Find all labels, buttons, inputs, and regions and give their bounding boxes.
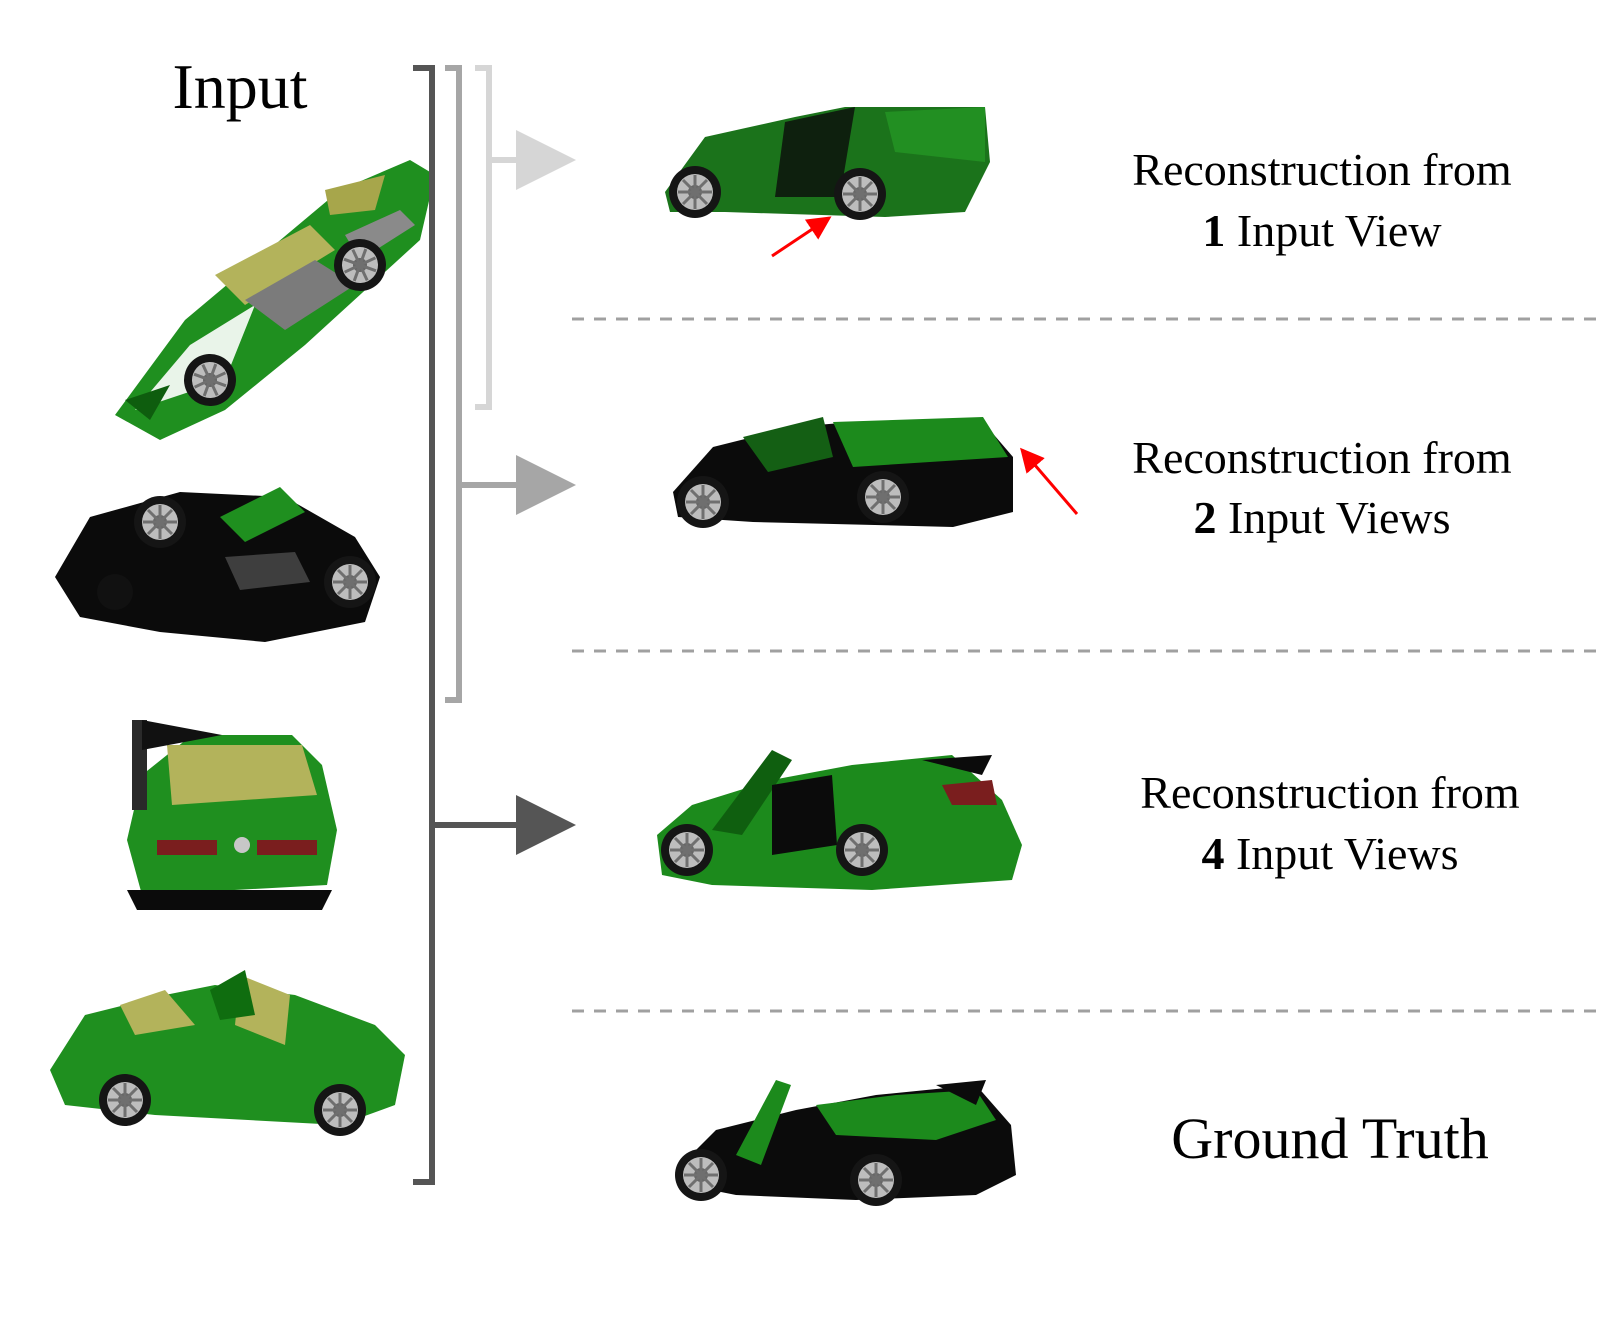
input-view-3 bbox=[127, 720, 337, 910]
reconstruction-2-views bbox=[673, 417, 1013, 530]
ground-truth-image bbox=[673, 1080, 1016, 1208]
input-view-2 bbox=[55, 487, 380, 642]
recon-subtitle-1: 1 Input View bbox=[1202, 205, 1442, 256]
view-count-3: 4 bbox=[1201, 828, 1224, 879]
view-count-2: 2 bbox=[1193, 492, 1216, 543]
view-label-3: Input Views bbox=[1224, 828, 1458, 879]
view-label-2: Input Views bbox=[1216, 492, 1450, 543]
label-row-3: Reconstruction from 4 Input Views bbox=[1140, 767, 1520, 879]
input-title: Input bbox=[172, 51, 307, 122]
recon-title-1: Reconstruction from bbox=[1132, 144, 1512, 195]
view-count-1: 1 bbox=[1202, 205, 1225, 256]
reconstruction-4-views bbox=[657, 750, 1022, 890]
view-label-1: Input View bbox=[1225, 205, 1442, 256]
reconstruction-1-view bbox=[665, 107, 990, 222]
input-view-1 bbox=[115, 160, 435, 440]
ground-truth-label: Ground Truth bbox=[1171, 1106, 1488, 1171]
recon-subtitle-3: 4 Input Views bbox=[1201, 828, 1458, 879]
annotation-arrow-2 bbox=[1020, 447, 1079, 515]
input-view-4 bbox=[50, 970, 405, 1138]
label-row-1: Reconstruction from 1 Input View bbox=[1132, 144, 1512, 256]
annotation-arrow-1 bbox=[771, 216, 832, 258]
recon-title-3: Reconstruction from bbox=[1140, 767, 1520, 818]
recon-subtitle-2: 2 Input Views bbox=[1193, 492, 1450, 543]
bracket-4-views bbox=[413, 65, 576, 1185]
bracket-1-view bbox=[475, 65, 576, 410]
label-row-2: Reconstruction from 2 Input Views bbox=[1132, 432, 1512, 543]
recon-title-2: Reconstruction from bbox=[1132, 432, 1512, 483]
bracket-2-views bbox=[445, 65, 576, 703]
